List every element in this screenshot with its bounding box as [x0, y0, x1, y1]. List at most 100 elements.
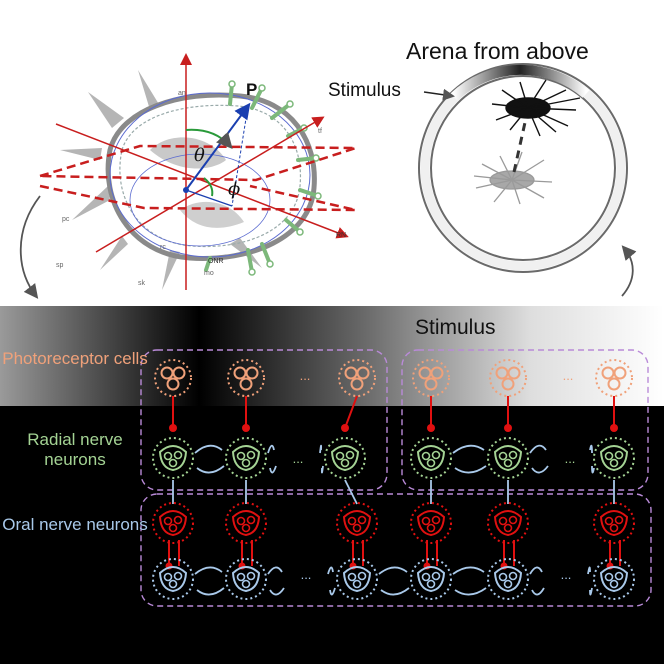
- urchin-bottom: [473, 151, 553, 205]
- group-box-oral: [140, 493, 652, 607]
- oral-active-neuron-cell: [347, 516, 357, 526]
- anatomy-tf: tf: [318, 128, 322, 135]
- oral-active-neuron-cell: [246, 515, 256, 525]
- synapse: [610, 424, 618, 432]
- oral-active-neuron-cell: [173, 515, 183, 525]
- oral-link: [194, 566, 223, 575]
- oral-active-neuron-soma: [158, 510, 188, 537]
- urchin-test: [105, 92, 317, 261]
- oral-neuron-soma: [493, 566, 523, 593]
- oral-neuron-soma: [158, 566, 188, 593]
- plane-upper: [39, 144, 357, 182]
- anatomy-rc: rc: [160, 244, 166, 251]
- oral-link: [587, 566, 591, 575]
- photoreceptor-cluster-cell: [424, 377, 438, 391]
- anatomy-onr: ONR: [208, 258, 224, 265]
- arrow-to-arena: [621, 245, 637, 297]
- theta-label: θ: [194, 145, 205, 166]
- radial-neuron-cell: [163, 451, 173, 461]
- oral-neuron-boundary: [593, 558, 635, 600]
- radial-link: [589, 444, 593, 454]
- oral-active-neuron-boundary: [487, 502, 529, 544]
- arena-diagram: [418, 63, 637, 297]
- oral-neuron-cell: [347, 572, 357, 582]
- oral-active-neuron-cell: [357, 515, 367, 525]
- radial-neuron-cell: [503, 458, 513, 468]
- oral-neuron-cell: [352, 579, 362, 589]
- radial-oral-connector: [344, 479, 358, 505]
- oral-link: [327, 566, 334, 575]
- oral-active-neuron-cell: [614, 515, 624, 525]
- photoreceptor-cluster-cell: [501, 377, 515, 391]
- axis-rn: [55, 123, 349, 239]
- oral-active-neuron-cell: [352, 523, 362, 533]
- group-box-right: [401, 349, 649, 491]
- oral-neuron-cell: [508, 571, 518, 581]
- photoreceptor-cluster-boundary: [595, 359, 633, 397]
- oral-ellipsis: ...: [301, 567, 312, 582]
- radial-neuron-cell: [604, 451, 614, 461]
- stimulus-gradient: [0, 306, 664, 406]
- radial-neuron-cell: [241, 458, 251, 468]
- oral-active-neuron-boundary: [152, 502, 194, 544]
- oral-link: [531, 587, 545, 596]
- oral-neuron-cell: [614, 571, 624, 581]
- photo-radial-connector: [344, 395, 358, 429]
- arrow-to-network: [19, 195, 41, 299]
- oral-neuron-boundary: [336, 558, 378, 600]
- oral-link: [196, 587, 225, 596]
- radial-neuron-soma: [158, 445, 188, 472]
- oral-neuron-boundary: [487, 558, 529, 600]
- radial-neuron-soma: [231, 445, 261, 472]
- radial-neuron-cell: [609, 458, 619, 468]
- anatomy-an: an: [178, 90, 186, 97]
- photoreceptor-cluster-boundary: [338, 359, 376, 397]
- photoreceptor-ellipsis: ...: [300, 368, 311, 383]
- radial-link: [269, 465, 277, 474]
- urchin-top: [491, 79, 581, 137]
- oral-neuron-boundary: [410, 558, 452, 600]
- radial-neuron-cell: [421, 451, 431, 461]
- radial-neuron-boundary: [324, 437, 366, 479]
- radial-neuron-cell: [614, 450, 624, 460]
- oral-link: [378, 566, 408, 575]
- radial-ellipsis: ...: [565, 451, 576, 466]
- oral-neuron-cell: [604, 572, 614, 582]
- radial-link: [452, 444, 485, 454]
- oral-active-neuron-boundary: [225, 502, 267, 544]
- radial-neuron-boundary: [410, 437, 452, 479]
- photoreceptor-cluster-boundary: [154, 359, 192, 397]
- oral-neuron-boundary: [225, 558, 267, 600]
- radial-link: [319, 444, 323, 454]
- radial-neuron-cell: [508, 450, 518, 460]
- photoreceptor-cluster-cell: [507, 366, 521, 380]
- anatomy-rn: RN: [336, 232, 347, 239]
- oral-neuron-cell: [431, 571, 441, 581]
- oral-link: [589, 587, 593, 596]
- radial-link: [194, 444, 223, 454]
- radial-neuron-cell: [173, 450, 183, 460]
- photoreceptor-cluster-boundary: [227, 359, 265, 397]
- radial-neuron-boundary: [487, 437, 529, 479]
- photoreceptor-cluster-cell: [613, 366, 627, 380]
- oral-neuron-cell: [503, 579, 513, 589]
- oral-active-neuron-cell: [426, 523, 436, 533]
- photoreceptor-cluster-cell: [172, 366, 186, 380]
- photoreceptor-cluster-boundary: [489, 359, 527, 397]
- oral-active-neuron-boundary: [593, 502, 635, 544]
- trajectory: [512, 117, 528, 173]
- photoreceptor-cluster-cell: [430, 366, 444, 380]
- photoreceptor-cluster-cell: [245, 366, 259, 380]
- oral-neuron-soma: [342, 566, 372, 593]
- anatomy-mo: mo: [204, 270, 214, 277]
- radial-neuron-boundary: [593, 437, 635, 479]
- photoreceptor-cluster-boundary: [412, 359, 450, 397]
- oral-active-neuron-cell: [241, 523, 251, 533]
- radial-neuron-soma: [416, 445, 446, 472]
- oral-link: [269, 587, 285, 596]
- oral-neuron-soma: [231, 566, 261, 593]
- oral-link: [529, 566, 543, 575]
- oral-neuron-cell: [426, 579, 436, 589]
- oral-neuron-cell: [421, 572, 431, 582]
- oral-active-neuron-cell: [604, 516, 614, 526]
